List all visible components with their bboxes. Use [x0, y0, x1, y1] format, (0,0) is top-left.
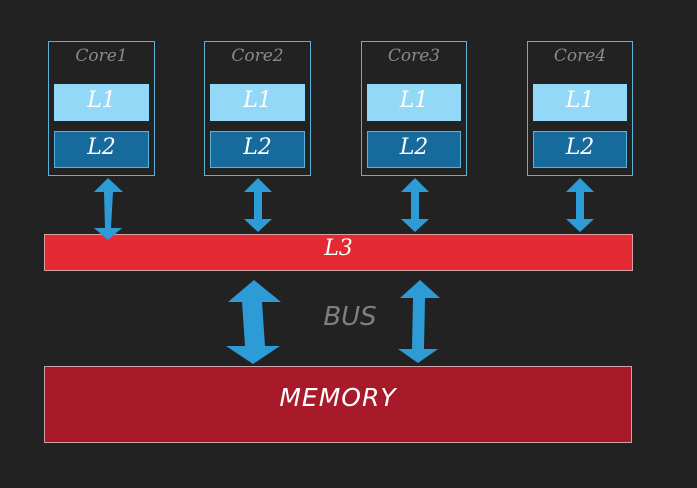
core-1-l2-cache: L2: [54, 131, 149, 168]
arrow-core4-l3: [566, 178, 594, 232]
core-3-title: Core3: [387, 46, 441, 66]
core-2-l2-cache: L2: [210, 131, 305, 168]
arrow-l3-memory-left: [226, 280, 281, 364]
core-1-title: Core1: [75, 46, 128, 66]
core-2-title: Core2: [231, 46, 284, 66]
core-3-l2-cache: L2: [367, 131, 461, 168]
arrow-core2-l3: [244, 178, 272, 232]
core-1-l1-cache: L1: [54, 84, 149, 121]
core-2: Core2 L1 L2: [204, 41, 311, 176]
arrow-core3-l3: [401, 178, 429, 232]
core-4: Core4 L1 L2: [527, 41, 633, 176]
arrow-core1-l3: [94, 178, 123, 240]
core-4-title: Core4: [553, 46, 607, 66]
core-2-l1-cache: L1: [210, 84, 305, 121]
core-4-l1-cache: L1: [533, 84, 627, 121]
arrow-l3-memory-right: [398, 280, 440, 363]
core-3-l1-cache: L1: [367, 84, 461, 121]
core-1: Core1 L1 L2: [48, 41, 155, 176]
bus-label: BUS: [323, 302, 377, 332]
core-4-l2-cache: L2: [533, 131, 627, 168]
l3-cache: L3: [44, 234, 633, 271]
memory-block: MEMORY: [44, 366, 632, 443]
core-3: Core3 L1 L2: [361, 41, 467, 176]
